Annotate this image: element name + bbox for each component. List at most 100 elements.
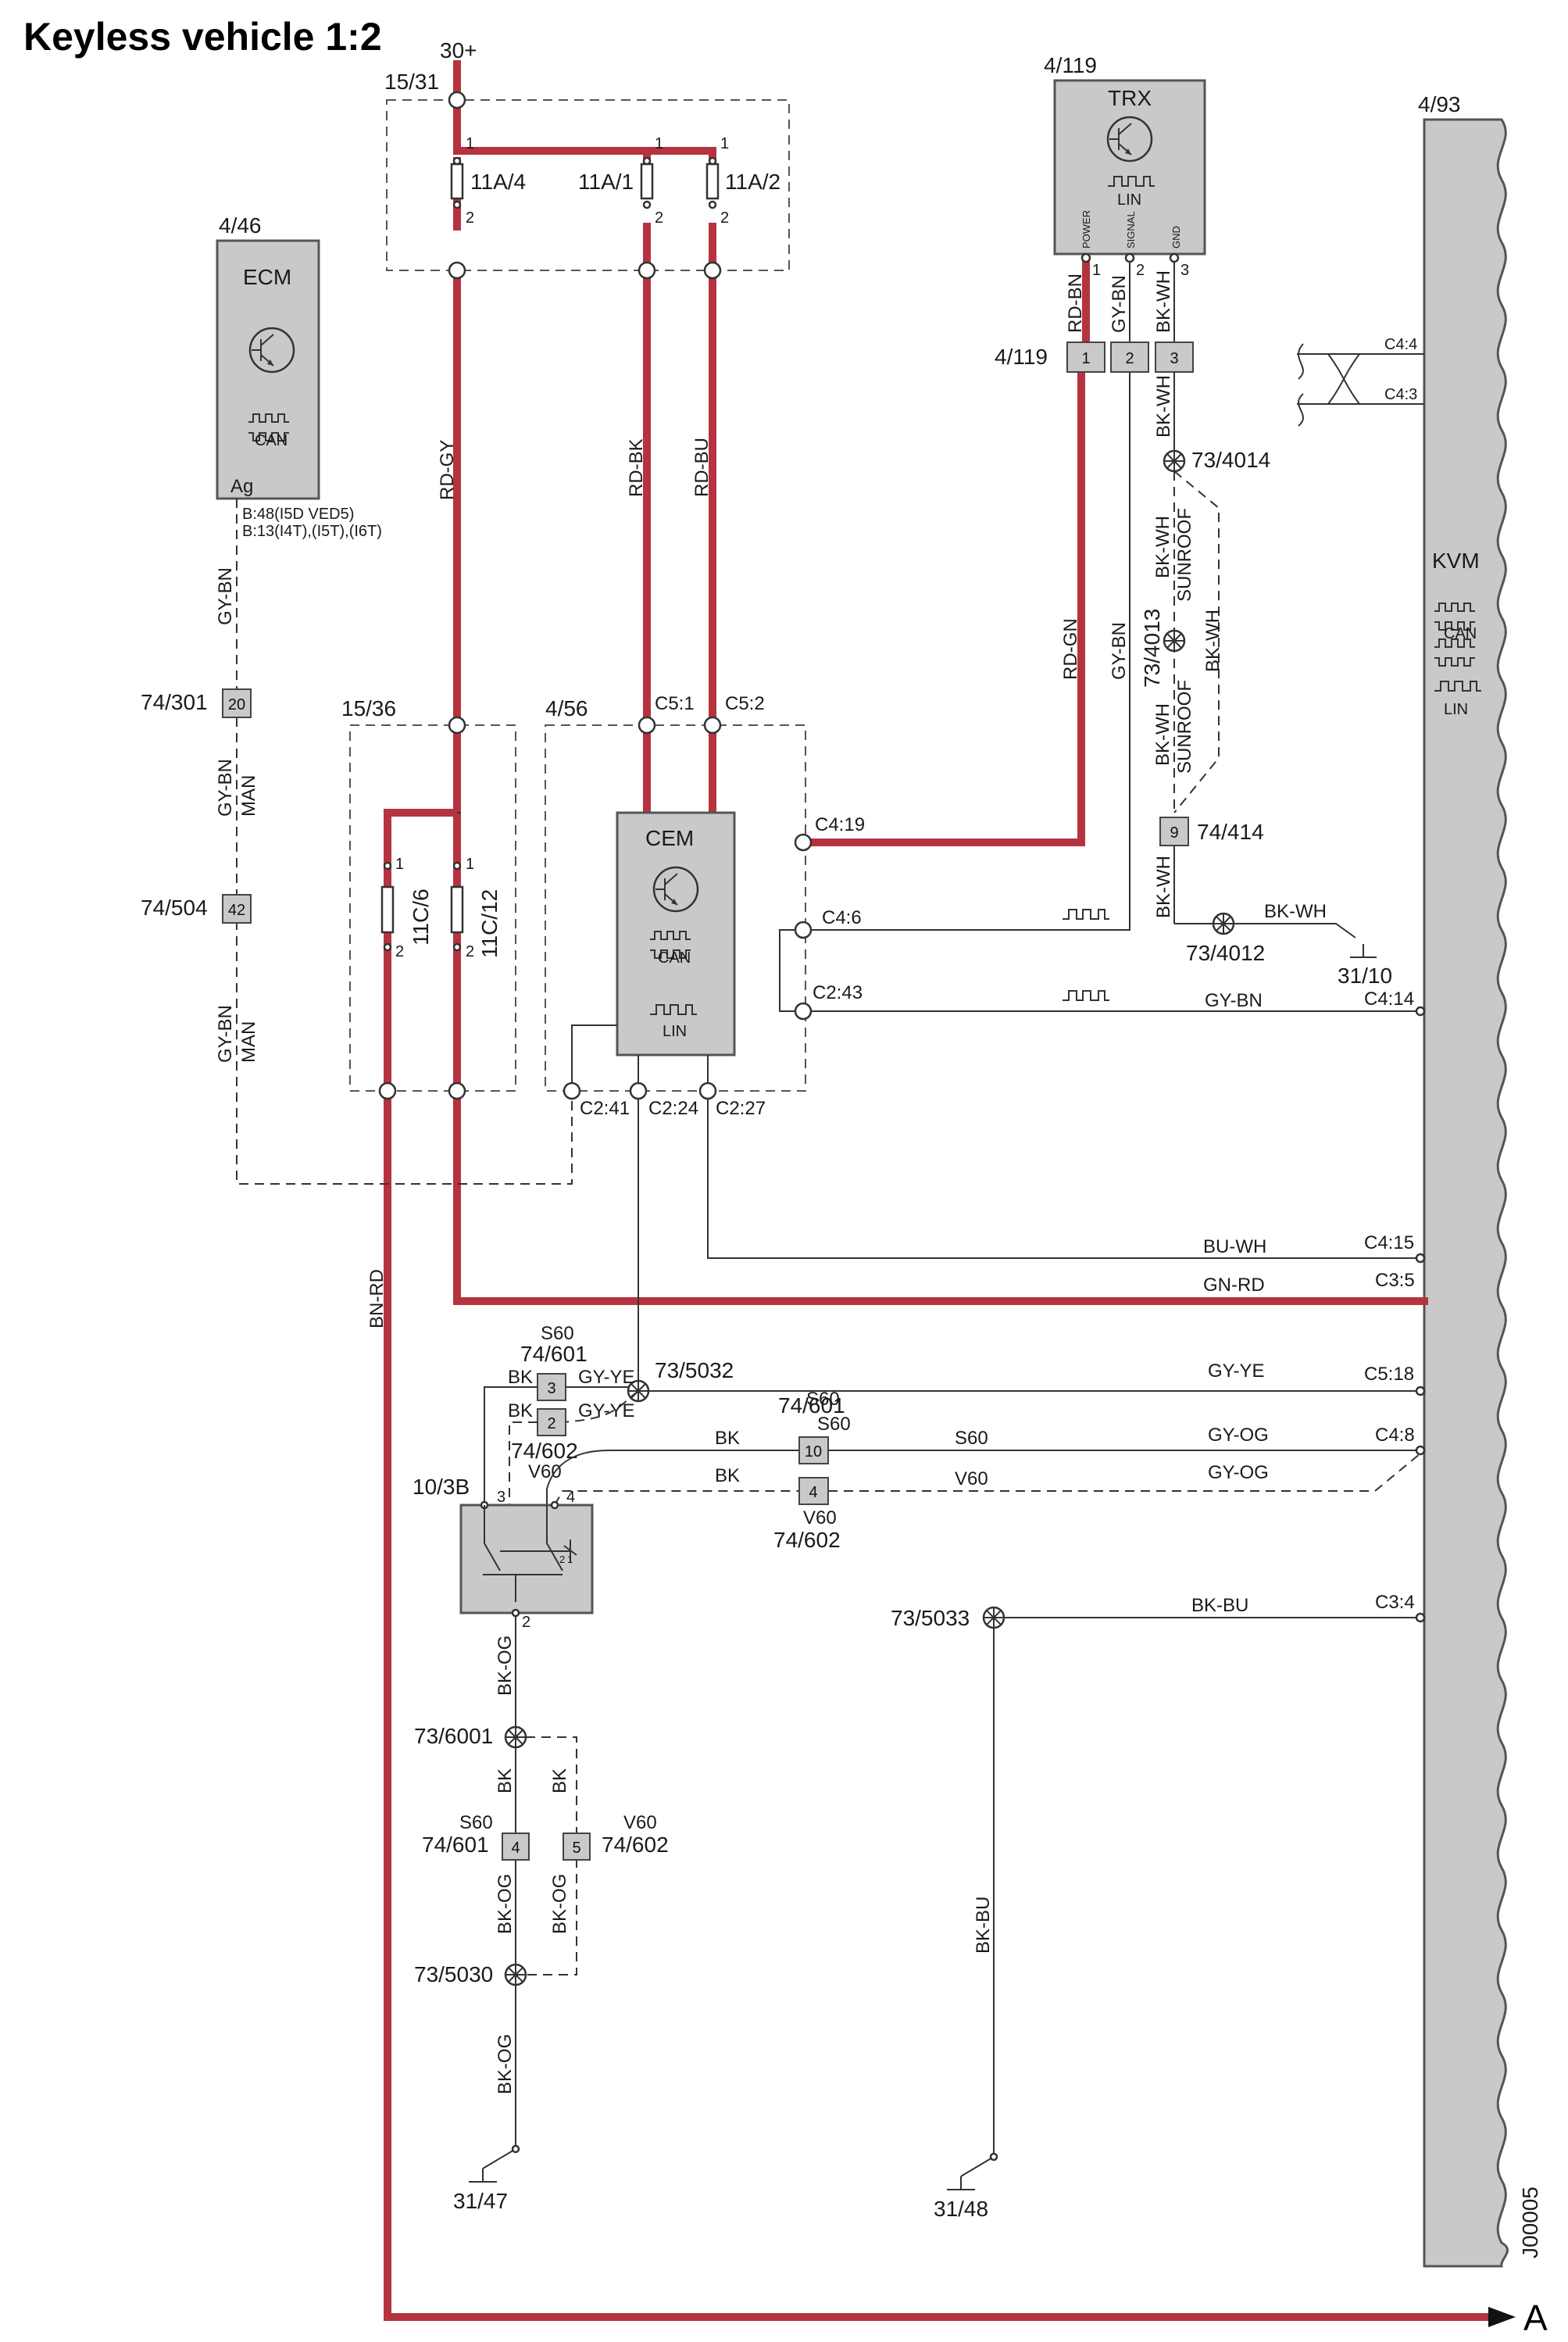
- cem-label: CEM: [645, 826, 694, 850]
- kvm-label: KVM: [1432, 549, 1480, 573]
- wire-gybn-trx: GY-BN: [1109, 275, 1130, 333]
- conn-74301-label: 74/301: [141, 690, 208, 714]
- splice-736001-icon: [504, 1725, 527, 1749]
- trx-pin-1: [1080, 252, 1091, 263]
- cem-loop-wire: [779, 929, 795, 1012]
- wire-gyye-2: GY-YE: [578, 1400, 634, 1421]
- splice-735033-icon: [982, 1606, 1005, 1629]
- wire-rdbu: RD-BU: [691, 438, 713, 497]
- node-c51: [638, 716, 656, 735]
- splice-734012-icon: [1212, 912, 1235, 935]
- wire-trx-signal: [806, 372, 1130, 931]
- conn-c243: C2:43: [813, 982, 863, 1003]
- conn-74602-label-1: 74/602: [511, 1439, 578, 1463]
- conn-c52: C5:2: [725, 693, 765, 714]
- node-1531-c: [703, 261, 722, 280]
- wire-gyog-1: GY-OG: [1208, 1425, 1269, 1446]
- wire-bk-switch-3-dashed: [509, 1421, 538, 1505]
- switch-pin4: [550, 1500, 559, 1510]
- can-pair-wires: [1297, 353, 1424, 405]
- ground-3147-label: 31/47: [453, 2189, 508, 2213]
- svg-text:10: 10: [805, 1443, 822, 1461]
- conn-74601-label-1: 74/601: [520, 1342, 588, 1366]
- wire-bkwh-1-label: BK-WH: [1153, 375, 1174, 438]
- node-c241: [563, 1082, 581, 1100]
- svg-text:11C/12: 11C/12: [477, 889, 502, 958]
- fuse-11c12: 1 2 11C/12: [450, 856, 502, 960]
- wire-bkbu: [960, 1617, 1424, 2177]
- wire-bkwh-sunroof-dashed: [1173, 470, 1220, 813]
- svg-text:2: 2: [395, 943, 404, 960]
- svg-text:1: 1: [466, 135, 474, 152]
- svg-text:3: 3: [1170, 350, 1178, 367]
- wire-bk-3: BK: [715, 1428, 740, 1449]
- can-pair-twist: [1327, 353, 1360, 405]
- cem-c241-wire: [571, 1024, 617, 1091]
- wire-gyog-2: GY-OG: [1208, 1462, 1269, 1483]
- wire-rdbn: RD-BN: [1065, 274, 1086, 333]
- splice-734014-icon: [1163, 449, 1186, 473]
- ground-3148-label: 31/48: [934, 2197, 988, 2221]
- conn-74504-label: 74/504: [141, 896, 208, 920]
- wire-bkbu-1: BK-BU: [1191, 1595, 1248, 1616]
- wire-man-1: MAN: [238, 775, 259, 817]
- conn-c227: C2:27: [716, 1098, 766, 1119]
- ground-3148-symbol: [947, 2176, 975, 2190]
- trx-module: [1053, 79, 1206, 256]
- svg-text:2: 2: [466, 943, 474, 960]
- fuse-box-1536: [349, 724, 516, 1092]
- ecm-ref: 4/46: [219, 213, 262, 238]
- wire-bkbu-2: BK-BU: [973, 1897, 994, 1954]
- switch-103b-label: 10/3B: [413, 1475, 470, 1499]
- conn-c51: C5:1: [655, 693, 695, 714]
- conn-c34: C3:4: [1375, 1592, 1415, 1613]
- wire-sunroof-1: SUNROOF: [1174, 508, 1195, 602]
- kvm-pin-c415: [1415, 1253, 1426, 1264]
- ground-3148-node: [989, 2152, 998, 2161]
- diagram-title: Keyless vehicle 1:2: [23, 15, 382, 59]
- v60-label-4: V60: [623, 1812, 657, 1833]
- conn-74414-label: 74/414: [1197, 820, 1264, 844]
- s60-label-4: S60: [955, 1428, 988, 1449]
- splice-735032-label: 73/5032: [655, 1358, 734, 1382]
- ecm-note-1: B:48(I5D VED5): [242, 506, 354, 523]
- conn-c224: C2:24: [648, 1098, 698, 1119]
- ecm-note-2: B:13(I4T),(I5T),(I6T): [242, 523, 382, 540]
- wire-bkwh-trx: BK-WH: [1153, 270, 1174, 333]
- splice-735033-label: 73/5033: [891, 1606, 970, 1630]
- node-c243: [794, 1002, 813, 1021]
- wire-bk-2: BK: [508, 1400, 533, 1421]
- v60-label-1: V60: [528, 1461, 562, 1482]
- splice-734013-icon: [1163, 629, 1186, 653]
- s60-label-1: S60: [541, 1323, 574, 1344]
- trx-signal-label: SIGNAL: [1125, 211, 1137, 249]
- switch-pin4-num: 4: [566, 1489, 575, 1506]
- wire-bk-5: BK: [495, 1768, 516, 1793]
- wire-gnrd-label: GN-RD: [1203, 1275, 1265, 1296]
- node-c224: [629, 1082, 648, 1100]
- splice-734012-label: 73/4012: [1186, 941, 1265, 965]
- fuse-box-1531-label: 15/31: [384, 70, 439, 94]
- node-1536-a: [378, 1082, 397, 1100]
- kvm-lin-label: LIN: [1444, 701, 1468, 718]
- wire-bk-4: BK: [715, 1465, 740, 1486]
- wire-rdbk: RD-BK: [626, 438, 647, 497]
- node-c419: [794, 833, 813, 852]
- switch-contacts: [483, 1505, 570, 1602]
- switch-pin2-num: 2: [522, 1614, 530, 1631]
- wire-bk-switch-3: [484, 1386, 538, 1505]
- conn-4119: 1 2 3: [1066, 341, 1194, 373]
- cem-ref: 4/56: [545, 696, 588, 720]
- svg-text:11A/2: 11A/2: [725, 170, 780, 194]
- svg-text:42: 42: [228, 902, 245, 919]
- ground-3110-symbol: [1350, 944, 1377, 958]
- fuse-11c6: 1 2 11C/6: [380, 856, 433, 960]
- drawing-id: J00005: [1518, 2186, 1542, 2258]
- cem-bottom-wires: [638, 1055, 709, 1083]
- wire-rdgn: RD-GN: [1060, 618, 1081, 680]
- wire-sunroof-2: SUNROOF: [1174, 680, 1195, 774]
- svg-text:1: 1: [395, 856, 404, 873]
- conn-74504-pin: [222, 894, 252, 924]
- wire-rdgy: RD-GY: [437, 440, 458, 500]
- wire-bkwh-ground: [1173, 846, 1356, 939]
